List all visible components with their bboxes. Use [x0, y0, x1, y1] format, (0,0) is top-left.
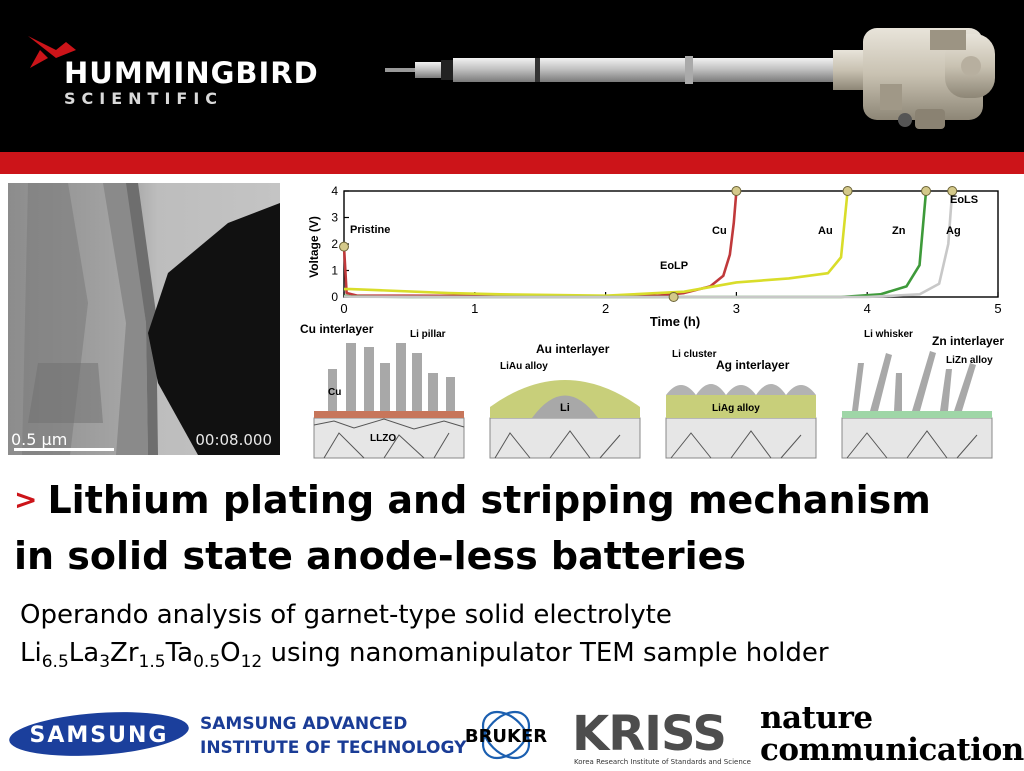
schematic-zn-title: Zn interlayer	[932, 334, 1004, 348]
schematic-cu-pillar: Li pillar	[410, 329, 446, 340]
series-line-cu	[342, 190, 738, 298]
schematic-au: Au interlayer LiAu alloy Li	[489, 342, 641, 459]
marker-label-eolp: EoLP	[660, 260, 688, 272]
marker-point	[921, 186, 932, 196]
marker-point	[668, 292, 679, 302]
subtitle: Operando analysis of garnet-type solid e…	[20, 596, 1020, 672]
samsung-logo-text: SAMSUNG	[30, 723, 169, 748]
headline-line1: Lithium plating and stripping mechanism	[47, 478, 931, 522]
red-accent-band	[0, 152, 1024, 174]
x-tick-label: 4	[864, 301, 871, 316]
schematic-cu-title: Cu interlayer	[300, 322, 374, 336]
tem-micrograph: 0.5 μm 00:08.000	[8, 183, 280, 455]
bruker-logo: BRUKER	[465, 710, 547, 760]
kriss-logo-subtext: Korea Research Institute of Standards an…	[574, 758, 751, 766]
subtitle-line1: Operando analysis of garnet-type solid e…	[20, 600, 672, 630]
y-tick-label: 0	[331, 290, 338, 304]
schematic-cu: Cu interlayer Li pillar Cu LLZO	[300, 322, 465, 459]
marker-point	[731, 186, 742, 196]
nature-communications-logo: nature communications	[760, 702, 1024, 766]
schematic-zn-whisker: Li whisker	[864, 329, 913, 340]
schematic-ag: Ag interlayer Li cluster LiAg alloy	[665, 349, 817, 459]
tem-micrograph-graphic	[8, 183, 280, 455]
marker-point	[339, 241, 349, 252]
schematic-au-alloy: LiAu alloy	[500, 361, 548, 372]
x-tick-label: 1	[471, 301, 478, 316]
series-label-cu: Cu	[712, 225, 727, 237]
schematic-cu-layer: Cu	[328, 387, 341, 398]
y-tick-label: 3	[331, 211, 338, 225]
x-tick-label: 0	[340, 301, 347, 316]
voltage-time-chart: 0 1 2 3 4 5 0 1 2 3 4 Voltage (V) Time (h) Pristin…	[300, 184, 1004, 459]
series-label-zn: Zn	[892, 225, 906, 237]
series-line-zn	[343, 190, 928, 299]
schematic-ag-cluster: Li cluster	[672, 349, 717, 360]
bruker-logo-text: BRUKER	[465, 726, 547, 747]
series-label-au: Au	[818, 225, 833, 237]
nature-line2: communications	[760, 732, 1024, 768]
brand-name: HUMMINGBIRD	[64, 56, 319, 90]
schematic-ag-title: Ag interlayer	[716, 358, 790, 372]
series-line-au	[344, 190, 849, 297]
y-tick-label: 4	[331, 184, 338, 198]
series-label-ag: Ag	[946, 225, 961, 237]
tem-holder-image	[385, 28, 995, 129]
schematic-zn-alloy: LiZn alloy	[946, 355, 993, 366]
y-axis-label: Voltage (V)	[307, 216, 321, 278]
x-tick-label: 3	[733, 301, 740, 316]
sait-line2: INSTITUTE OF TECHNOLOGY	[200, 738, 467, 758]
marker-label-eols: EoLS	[950, 194, 978, 206]
y-tick-label: 2	[331, 237, 338, 251]
schematic-zn: Zn interlayer Li whisker LiZn alloy	[841, 329, 1004, 459]
x-axis-label: Time (h)	[650, 314, 700, 329]
sait-logo: SAMSUNG ADVANCED INSTITUTE OF TECHNOLOGY	[200, 712, 466, 760]
headline: > Lithium plating and stripping mechanism…	[14, 474, 1019, 582]
samsung-logo: SAMSUNG	[9, 712, 189, 756]
hummingbird-logo-icon	[28, 36, 76, 68]
scale-bar	[14, 448, 114, 451]
marker-point	[947, 186, 958, 196]
kriss-logo-text: KRISS	[572, 706, 727, 762]
plot-frame	[343, 190, 999, 298]
chevron-right-icon: >	[14, 483, 38, 516]
marker-point	[842, 186, 853, 196]
x-tick-label: 2	[602, 301, 609, 316]
subtitle-line2: using nanomanipulator TEM sample holder	[262, 638, 829, 668]
chemical-formula: Li6.5La3Zr1.5Ta0.5O12	[20, 638, 263, 673]
series-line-ag	[343, 190, 954, 299]
schematic-ag-alloy: LiAg alloy	[712, 403, 760, 414]
timestamp-label: 00:08.000	[195, 431, 272, 449]
scale-label: 0.5 μm	[11, 430, 68, 449]
nature-line1: nature	[760, 700, 873, 736]
schematic-cu-substrate: LLZO	[370, 433, 396, 444]
sait-line1: SAMSUNG ADVANCED	[200, 714, 408, 734]
schematic-au-core: Li	[560, 402, 570, 414]
marker-label-pristine: Pristine	[350, 224, 390, 236]
brand-tagline: SCIENTIFIC	[64, 89, 224, 108]
kriss-logo: KRISS Korea Research Institute of Standa…	[572, 704, 752, 768]
partner-logos: SAMSUNG SAMSUNG ADVANCED INSTITUTE OF TE…	[0, 700, 1024, 771]
headline-line2: in solid state anode-less batteries	[14, 534, 747, 578]
y-tick-label: 1	[331, 264, 338, 278]
schematic-au-title: Au interlayer	[536, 342, 610, 356]
x-tick-label: 5	[994, 301, 1001, 316]
